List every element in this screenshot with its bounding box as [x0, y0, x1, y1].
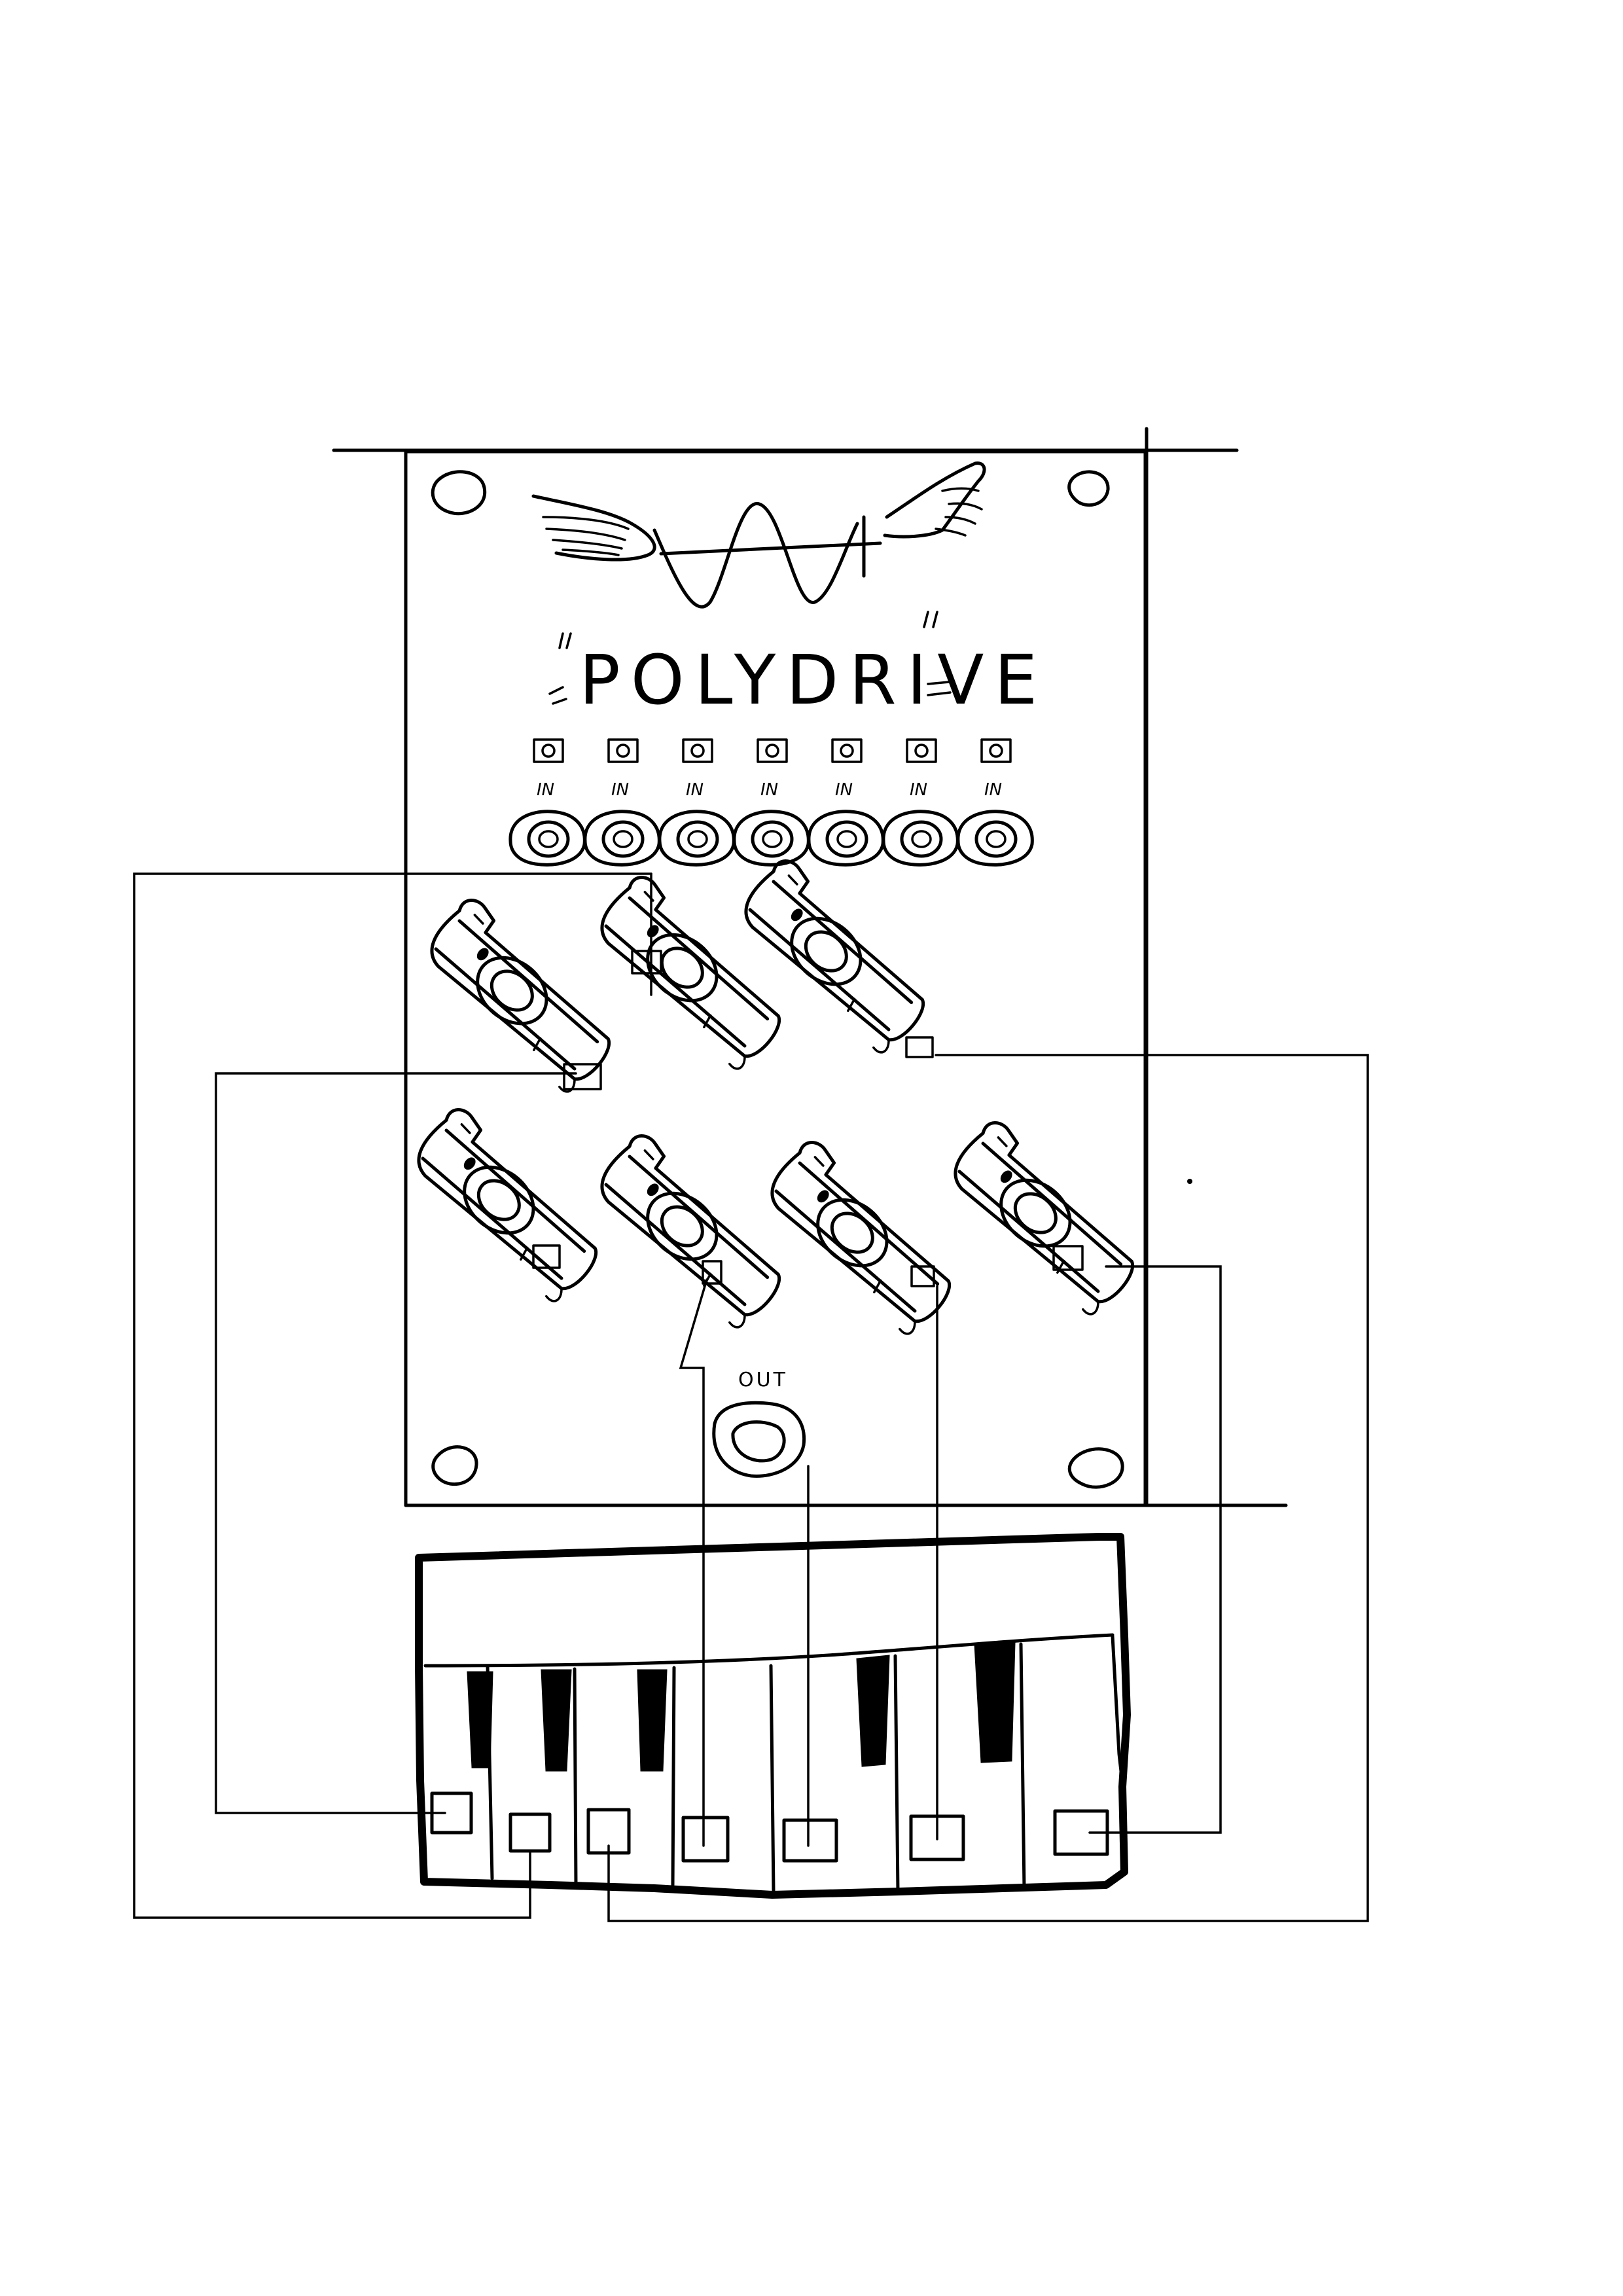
black-key[interactable]: [542, 1670, 571, 1770]
input-led-icon: [832, 740, 861, 762]
module-title: POLYDRIVE: [579, 640, 1048, 720]
key-contact-pad-icon[interactable]: [784, 1820, 836, 1861]
output-jack[interactable]: [714, 1403, 804, 1476]
key-contact-pad-icon[interactable]: [510, 1814, 550, 1851]
input-led-icon: [683, 740, 712, 762]
key-contact-pads: [432, 1793, 1107, 1861]
input-label: IN: [537, 780, 554, 800]
winged-sine-wave-logo: [533, 463, 984, 607]
output-label: OUT: [738, 1369, 788, 1391]
slider-knob-icon[interactable]: [412, 894, 629, 1097]
patch-wire-icon: [609, 1055, 1368, 1921]
input-label: IN: [760, 780, 778, 800]
input-led-icon: [982, 740, 1010, 762]
black-key[interactable]: [857, 1656, 889, 1766]
patch-wire-icon: [681, 1280, 707, 1846]
mounting-hole-icon: [433, 1447, 476, 1484]
slider-knob-icon[interactable]: [582, 871, 799, 1074]
black-key[interactable]: [468, 1672, 492, 1767]
slider-knob-icon[interactable]: [582, 1130, 799, 1333]
slider-knob-icon[interactable]: [399, 1103, 616, 1306]
slider-knob-icon[interactable]: [726, 855, 943, 1058]
module-panel: [334, 429, 1286, 1505]
input-jack[interactable]: [883, 812, 957, 865]
input-label: IN: [984, 780, 1002, 800]
input-jack[interactable]: [585, 812, 659, 865]
input-jack[interactable]: [510, 812, 584, 865]
input-led-icon: [609, 740, 637, 762]
input-led-icon: [758, 740, 787, 762]
keyboard: [419, 1537, 1127, 1895]
patch-wire-icon: [1090, 1266, 1221, 1833]
key-contact-pad-icon[interactable]: [683, 1818, 728, 1861]
input-led-icon: [534, 740, 563, 762]
input-jack[interactable]: [809, 812, 883, 865]
input-jack[interactable]: [958, 812, 1032, 865]
black-key[interactable]: [975, 1643, 1014, 1762]
knob-array: [399, 855, 1152, 1339]
black-key[interactable]: [638, 1670, 666, 1770]
mounting-hole-icon: [433, 472, 485, 514]
input-led-icon: [907, 740, 936, 762]
input-label: IN: [835, 780, 853, 800]
input-jack[interactable]: [734, 812, 808, 865]
input-row: IN IN IN IN IN IN IN: [510, 740, 1032, 865]
mounting-hole-icon: [1069, 1449, 1122, 1487]
patch-wires: [134, 874, 1368, 1921]
input-label: IN: [686, 780, 704, 800]
stray-mark: [1187, 1179, 1192, 1184]
slider-knob-icon[interactable]: [935, 1117, 1152, 1319]
input-jack[interactable]: [660, 812, 734, 865]
input-label: IN: [611, 780, 629, 800]
mounting-hole-icon: [1069, 472, 1108, 505]
knob-connection-point: [906, 1037, 933, 1057]
input-label: IN: [910, 780, 927, 800]
